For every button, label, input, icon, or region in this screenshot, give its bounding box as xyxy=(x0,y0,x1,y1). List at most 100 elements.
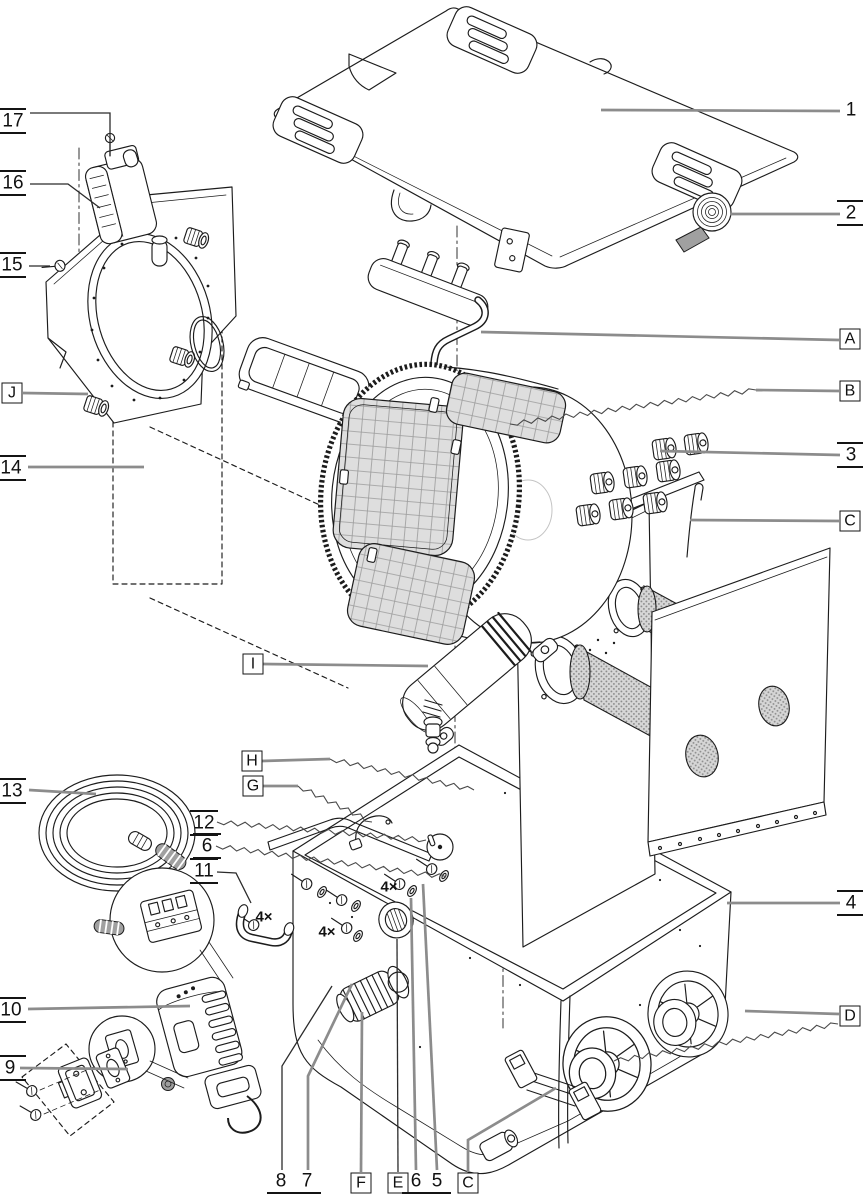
callout-index-bar xyxy=(837,224,863,226)
callout-index-bar xyxy=(0,802,26,804)
drum-motor-part xyxy=(84,144,158,245)
callout-number-3: 3 xyxy=(845,444,857,466)
callout-letter-I: I xyxy=(242,653,264,675)
callout-number-16: 16 xyxy=(2,172,24,194)
pump-parts xyxy=(235,815,454,1023)
filter-drum-part xyxy=(317,361,633,645)
mesh-panel-bottom xyxy=(346,543,476,645)
leader-line-C xyxy=(689,518,840,523)
quantity-annotation: 4× xyxy=(318,923,336,941)
callout-number-10: 10 xyxy=(0,999,22,1021)
callout-index-bar xyxy=(190,858,218,860)
callout-index-bar xyxy=(0,276,26,278)
leader-line-9 xyxy=(19,1066,129,1071)
lid-part xyxy=(268,2,799,273)
callout-number-6: 6 xyxy=(410,1170,422,1192)
connector-part xyxy=(12,1043,131,1137)
leader-line-A xyxy=(480,330,840,342)
leader-line-H xyxy=(261,757,331,763)
mesh-panel-top xyxy=(445,372,567,444)
debris-tray-part xyxy=(237,337,370,424)
callout-number-2: 2 xyxy=(845,202,857,224)
callout-number-5: 5 xyxy=(431,1170,443,1192)
callout-number-13: 13 xyxy=(1,780,23,802)
leader-line-6 xyxy=(409,897,418,1171)
lid-hinge-bracket xyxy=(494,227,530,273)
callout-index-bar xyxy=(423,1192,451,1194)
mesh-panel-left xyxy=(332,397,464,557)
container-part xyxy=(292,744,733,1175)
front-panel-part xyxy=(41,132,237,424)
quantity-annotation: 4× xyxy=(380,878,398,896)
callout-letter-E: E xyxy=(387,1172,409,1194)
leader-line-G xyxy=(297,785,373,823)
callout-index-bar xyxy=(0,170,26,172)
callout-number-11: 11 xyxy=(194,860,214,882)
callout-index-bar xyxy=(267,1192,295,1194)
callout-letter-C: C xyxy=(457,1172,479,1194)
seal-ring-part xyxy=(189,315,225,373)
leader-line-17 xyxy=(30,112,111,156)
callout-number-9: 9 xyxy=(4,1057,16,1079)
callout-number-12: 12 xyxy=(193,812,215,834)
rotary-joint-part xyxy=(378,901,414,939)
leader-line-13 xyxy=(28,788,97,796)
leader-line-D xyxy=(613,1022,839,1062)
callout-index-bar xyxy=(0,194,26,196)
leader-line-F xyxy=(359,1011,364,1173)
callout-number-1: 1 xyxy=(845,99,857,121)
leader-line-8 xyxy=(281,985,333,1170)
callout-index-bar xyxy=(0,252,26,254)
callout-index-bar xyxy=(0,1079,26,1081)
leader-line-5 xyxy=(421,883,439,1171)
callout-letter-D: D xyxy=(839,1005,861,1027)
leader-line-E xyxy=(396,938,399,1173)
callout-index-bar xyxy=(0,1055,26,1057)
support-rail-part xyxy=(504,1049,602,1121)
callout-letter-H: H xyxy=(241,750,263,772)
callout-index-bar xyxy=(837,914,863,916)
callout-index-bar xyxy=(190,834,218,836)
leader-line-12 xyxy=(216,820,427,843)
callout-letter-G: G xyxy=(242,775,264,797)
callout-number-17: 17 xyxy=(2,110,24,132)
leader-line-16 xyxy=(30,183,101,209)
uvc-fitting xyxy=(422,699,443,754)
callout-index-bar xyxy=(293,1192,321,1194)
callout-index-bar xyxy=(0,132,26,134)
callout-index-bar xyxy=(837,466,863,468)
drain-outlet xyxy=(479,1129,519,1162)
leader-line-10 xyxy=(27,1004,191,1011)
leader-line-H xyxy=(329,758,475,791)
leader-line-6 xyxy=(215,845,447,878)
leader-line-11 xyxy=(216,871,252,904)
leader-line-D xyxy=(744,1009,840,1016)
outlet-port-upper xyxy=(643,966,733,1062)
leader-line-C xyxy=(466,1086,557,1172)
callout-number-6: 6 xyxy=(201,835,213,857)
quantity-annotation: 4× xyxy=(255,908,273,926)
callout-index-bar xyxy=(0,479,26,481)
leader-line-B xyxy=(755,388,840,393)
callout-number-14: 14 xyxy=(0,457,22,479)
callout-index-bar xyxy=(837,200,863,202)
uvc-unit-part xyxy=(400,611,559,754)
callout-index-bar xyxy=(837,890,863,892)
callout-index-bar xyxy=(190,810,218,812)
callout-index-bar xyxy=(837,442,863,444)
rivet-dots xyxy=(657,810,818,851)
leader-line-1 xyxy=(600,108,841,113)
callout-letter-F: F xyxy=(350,1172,372,1194)
callout-number-4: 4 xyxy=(845,892,857,914)
tape-roll-part xyxy=(675,192,732,253)
callout-index-bar xyxy=(0,997,26,999)
callout-letter-A: A xyxy=(839,328,861,350)
callout-letter-C: C xyxy=(839,510,861,532)
leader-line-3 xyxy=(659,449,841,457)
callout-letter-B: B xyxy=(839,380,861,402)
handle-part xyxy=(235,904,295,947)
controller-part xyxy=(156,976,262,1134)
callout-number-15: 15 xyxy=(1,254,23,276)
